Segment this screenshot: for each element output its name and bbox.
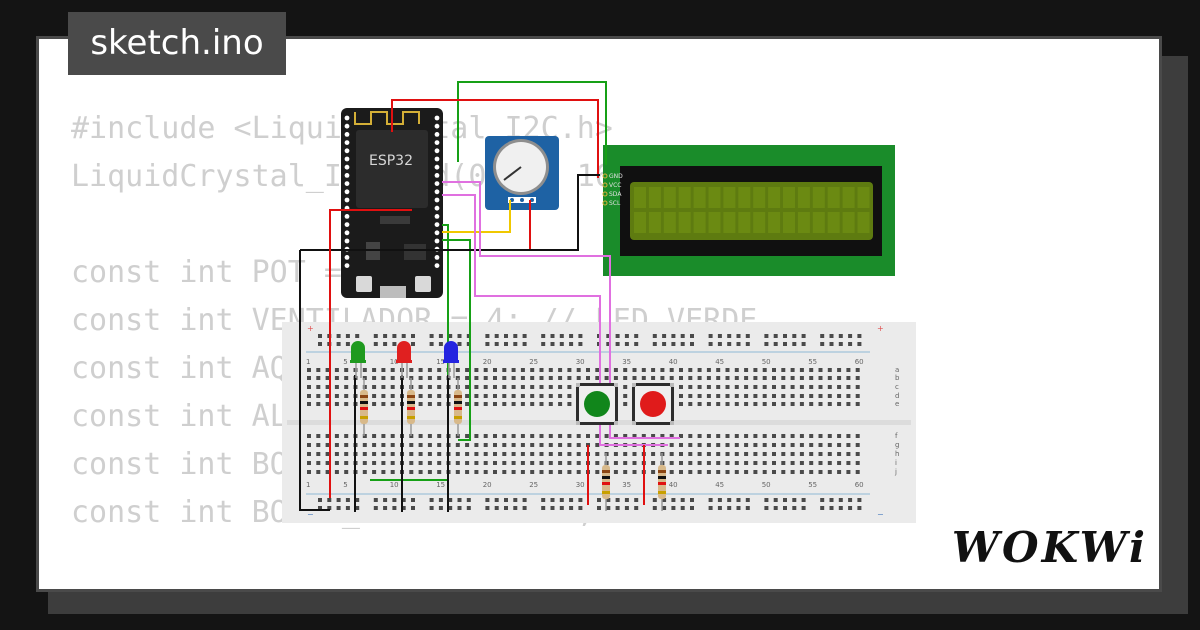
svg-text:−: − xyxy=(877,510,884,519)
file-tab[interactable]: sketch.ino xyxy=(68,12,286,75)
resistor xyxy=(454,378,462,436)
push-button-green[interactable] xyxy=(576,383,618,425)
column-number: 15 xyxy=(436,481,445,489)
column-number: 60 xyxy=(855,358,864,366)
row-letter: i xyxy=(895,459,897,467)
esp32-en-button[interactable] xyxy=(415,276,431,292)
column-number: 55 xyxy=(808,481,817,489)
column-number: 5 xyxy=(343,481,347,489)
esp32-board[interactable]: ESP32 xyxy=(341,108,443,298)
column-number: 30 xyxy=(576,481,585,489)
column-number: 55 xyxy=(808,358,817,366)
wire-black-rail xyxy=(299,250,330,511)
esp32-label: ESP32 xyxy=(369,153,413,169)
wire-black-gnd xyxy=(300,174,600,251)
resistors xyxy=(360,378,666,511)
column-number: 50 xyxy=(762,481,771,489)
row-letter: j xyxy=(894,468,897,476)
column-number: 15 xyxy=(436,358,445,366)
usb-port xyxy=(380,286,406,298)
column-number: 25 xyxy=(529,358,538,366)
row-letter: b xyxy=(895,374,900,382)
row-letter: h xyxy=(895,450,899,458)
lcd-pin-gnd: GND xyxy=(609,173,623,180)
svg-text:+: + xyxy=(307,324,314,333)
resistor xyxy=(602,453,610,511)
column-number: 30 xyxy=(576,358,585,366)
wire-red-lcd-vcc xyxy=(391,99,599,178)
lcd-pin-labels: GND VCC SDA SCL xyxy=(602,173,623,207)
column-number: 60 xyxy=(855,481,864,489)
led-blue[interactable] xyxy=(443,341,459,378)
resistor xyxy=(360,378,368,436)
wires xyxy=(299,81,680,512)
row-letter: a xyxy=(895,366,899,374)
push-button-red[interactable] xyxy=(632,383,674,425)
column-number: 45 xyxy=(715,358,724,366)
column-number: 35 xyxy=(622,358,631,366)
row-letter: d xyxy=(895,392,899,400)
potentiometer[interactable] xyxy=(485,136,559,210)
column-number: 25 xyxy=(529,481,538,489)
lcd-cells xyxy=(634,187,870,233)
row-letter: f xyxy=(895,432,898,440)
leds[interactable] xyxy=(350,341,459,378)
lcd-display: GND VCC SDA SCL xyxy=(602,145,895,276)
column-number: 10 xyxy=(390,358,399,366)
column-number: 20 xyxy=(483,481,492,489)
row-letter: c xyxy=(895,383,899,391)
svg-text:+: + xyxy=(877,324,884,333)
column-number: 40 xyxy=(669,481,678,489)
svg-text:−: − xyxy=(307,510,314,519)
wire-violet-2 xyxy=(442,181,680,439)
wire-green-lcd xyxy=(457,81,607,165)
resistor xyxy=(407,378,415,436)
wokwi-logo: WOKWi xyxy=(951,523,1148,572)
resistor xyxy=(658,453,666,511)
wire-green-led-blue xyxy=(442,239,471,441)
column-number: 40 xyxy=(669,358,678,366)
push-buttons[interactable] xyxy=(576,383,674,425)
wire-yellow-pot xyxy=(442,200,511,233)
row-letter: e xyxy=(895,400,899,408)
led-red[interactable] xyxy=(396,341,412,378)
led-green[interactable] xyxy=(350,341,366,378)
column-number: 20 xyxy=(483,358,492,366)
column-number: 10 xyxy=(390,481,399,489)
lcd-pin-scl: SCL xyxy=(609,200,621,207)
column-number: 1 xyxy=(306,358,310,366)
column-number: 1 xyxy=(306,481,310,489)
column-number: 5 xyxy=(343,358,347,366)
lcd-pin-sda: SDA xyxy=(609,191,622,198)
column-number: 50 xyxy=(762,358,771,366)
wire-violet-1 xyxy=(442,194,668,446)
esp32-boot-button[interactable] xyxy=(356,276,372,292)
esp32-pins xyxy=(344,115,440,268)
column-number: 35 xyxy=(622,481,631,489)
row-letter: g xyxy=(895,441,899,449)
lcd-pin-vcc: VCC xyxy=(609,182,621,189)
column-number: 45 xyxy=(715,481,724,489)
wire-red-rail xyxy=(329,209,412,498)
